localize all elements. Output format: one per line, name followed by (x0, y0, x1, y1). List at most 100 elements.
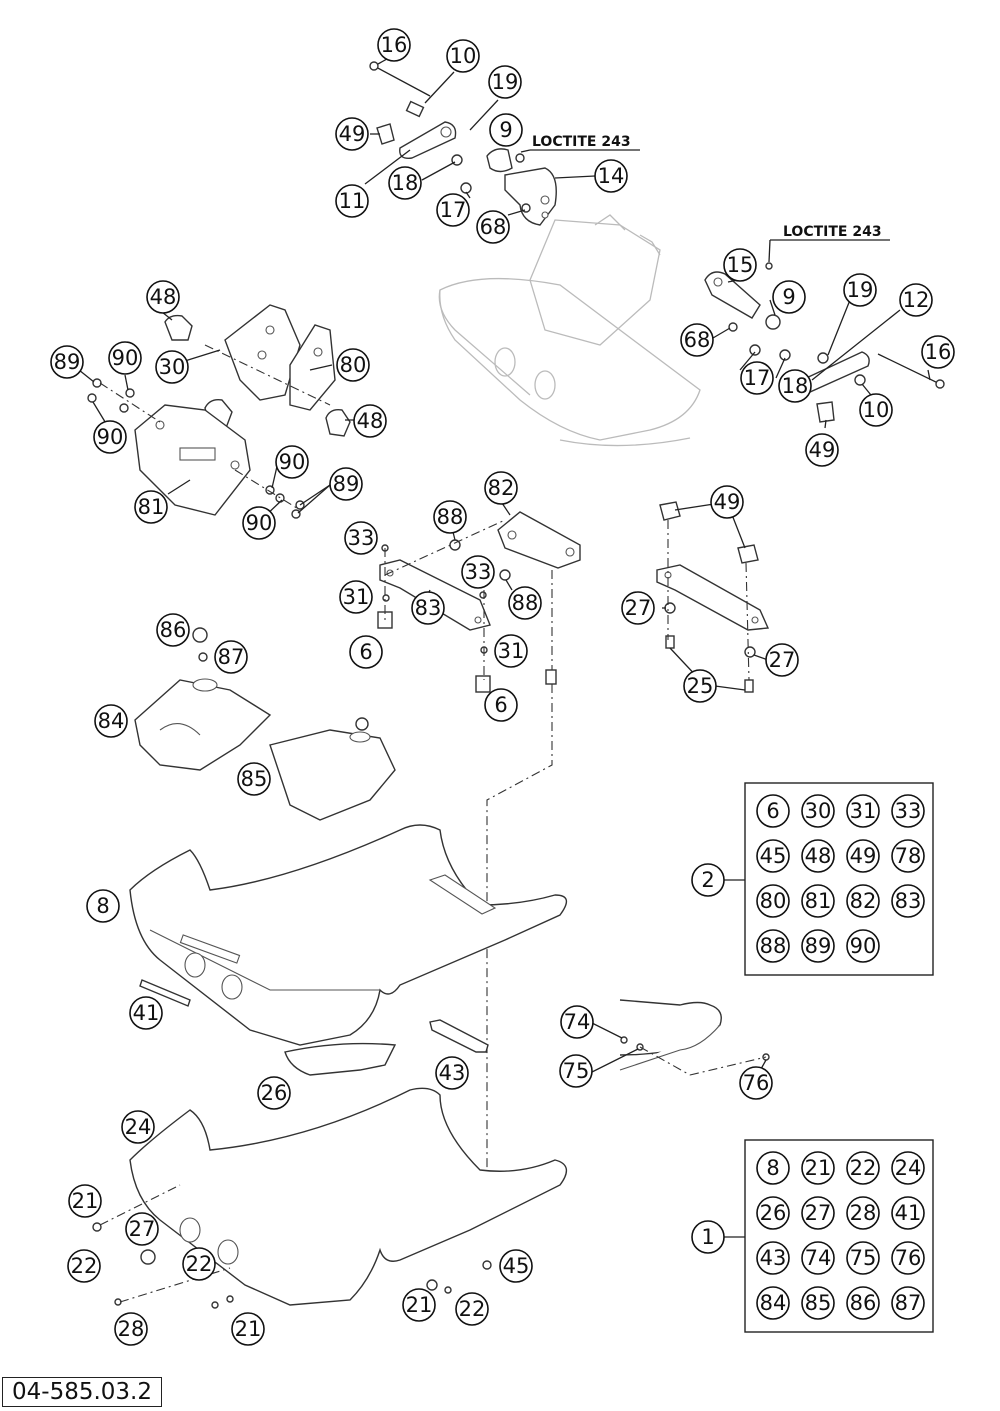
callout-c16b: 16 (921, 335, 955, 369)
callout-c90b: 90 (93, 420, 127, 454)
callout-c31a: 31 (339, 580, 373, 614)
callout-c21a: 21 (68, 1184, 102, 1218)
kit-2-parts-item: 49 (846, 839, 880, 873)
callout-c90c: 90 (275, 445, 309, 479)
kit-2-parts-item-number: 49 (850, 844, 877, 868)
kit-1-parts-item: 76 (891, 1241, 925, 1275)
callout-c6a: 6 (349, 635, 383, 669)
kit-2-parts-item: 6 (756, 794, 790, 828)
kit-1-parts-item: 24 (891, 1151, 925, 1185)
callout-c26: 26 (257, 1076, 291, 1110)
callout-kit-2-number: 2 (701, 868, 714, 892)
callout-c12: 12 (899, 283, 933, 317)
callout-c6a-number: 6 (359, 640, 372, 664)
kit-1-parts-item-number: 22 (850, 1156, 877, 1180)
callout-c27c: 27 (125, 1212, 159, 1246)
callout-c22a: 22 (67, 1249, 101, 1283)
kit-1-parts-item: 75 (846, 1241, 880, 1275)
callout-c48a-number: 48 (150, 285, 177, 309)
callout-c33a: 33 (344, 521, 378, 555)
callout-c88b: 88 (508, 586, 542, 620)
callout-c28-number: 28 (118, 1317, 145, 1341)
callout-c11: 11 (335, 184, 369, 218)
callout-c86: 86 (156, 613, 190, 647)
callout-c45: 45 (499, 1249, 533, 1283)
callout-c9b: 9 (772, 280, 806, 314)
rail-detail (619, 999, 770, 1076)
callout-c17a-number: 17 (440, 198, 467, 222)
callout-c10a: 10 (446, 39, 480, 73)
kit-2-parts-item-number: 80 (760, 889, 787, 913)
kit-1-parts-item-number: 76 (895, 1246, 922, 1270)
kit-1-parts-item-number: 27 (805, 1201, 832, 1225)
callout-c33a-number: 33 (348, 526, 375, 550)
callout-c82-number: 82 (488, 476, 515, 500)
kit-1-parts-item: 86 (846, 1286, 880, 1320)
callout-c90c-number: 90 (279, 450, 306, 474)
kit-1-parts-item-number: 74 (805, 1246, 832, 1270)
kit-2-parts-item-number: 88 (760, 934, 787, 958)
callout-c8: 8 (86, 889, 120, 923)
kit-2-parts-item-number: 33 (895, 799, 922, 823)
callout-c83-number: 83 (415, 596, 442, 620)
kit-1-parts-item-number: 84 (760, 1291, 787, 1315)
callout-c27b-number: 27 (769, 648, 796, 672)
kit-2-parts-item: 83 (891, 884, 925, 918)
kit-1-parts-item: 27 (801, 1196, 835, 1230)
callout-c21a-number: 21 (72, 1189, 99, 1213)
callout-c76-number: 76 (743, 1071, 770, 1095)
callout-c41: 41 (129, 996, 163, 1030)
callout-c26-number: 26 (261, 1081, 288, 1105)
kit-2-parts-item: 80 (756, 884, 790, 918)
callout-c22b-number: 22 (186, 1252, 213, 1276)
callout-c49b-number: 49 (809, 438, 836, 462)
callout-c30: 30 (155, 350, 189, 384)
skid-plate-8 (129, 824, 568, 1046)
callout-c10a-number: 10 (450, 44, 477, 68)
callout-c74-number: 74 (564, 1010, 591, 1034)
callout-c86-number: 86 (160, 618, 187, 642)
callout-c31b: 31 (494, 634, 528, 668)
right-bracket-parts (656, 501, 770, 693)
kit-1-parts-item-number: 8 (766, 1156, 779, 1180)
callout-c16b-number: 16 (925, 340, 952, 364)
kit-2-parts-item-number: 30 (805, 799, 832, 823)
callout-c15: 15 (723, 248, 757, 282)
callout-c75: 75 (559, 1054, 593, 1088)
callout-c14: 14 (594, 159, 628, 193)
callout-c21c-number: 21 (406, 1293, 433, 1317)
callout-c6b: 6 (484, 688, 518, 722)
callout-c31b-number: 31 (498, 639, 525, 663)
callout-c31a-number: 31 (343, 585, 370, 609)
kit-1-parts-item: 22 (846, 1151, 880, 1185)
callout-c84: 84 (94, 704, 128, 738)
callout-c45-number: 45 (503, 1254, 530, 1278)
callout-c11-number: 11 (339, 189, 366, 213)
callout-c74: 74 (560, 1005, 594, 1039)
callout-c43-number: 43 (439, 1061, 466, 1085)
callout-c14-number: 14 (598, 164, 625, 188)
callout-c19b: 19 (843, 273, 877, 307)
kit-2-parts-item-number: 90 (850, 934, 877, 958)
kit-2-parts-item-number: 48 (805, 844, 832, 868)
callout-c9b-number: 9 (782, 285, 795, 309)
kit-1-parts-item-number: 21 (805, 1156, 832, 1180)
kit-1-parts-item-number: 41 (895, 1201, 922, 1225)
callout-c68a: 68 (476, 210, 510, 244)
kit-1-parts-item: 74 (801, 1241, 835, 1275)
callout-c43: 43 (435, 1056, 469, 1090)
guard-84-85 (134, 627, 396, 821)
callout-c90a: 90 (108, 341, 142, 375)
callout-c88a-number: 88 (437, 505, 464, 529)
callout-c25-number: 25 (687, 674, 714, 698)
callout-c89b-number: 89 (333, 472, 360, 496)
callout-c30-number: 30 (159, 355, 186, 379)
skid-plate-24 (92, 1087, 568, 1309)
top-mount-right-parts (704, 262, 945, 423)
callout-c8-number: 8 (96, 894, 109, 918)
callout-kit-2: 2 (691, 863, 725, 897)
kit-2-parts-item: 78 (891, 839, 925, 873)
